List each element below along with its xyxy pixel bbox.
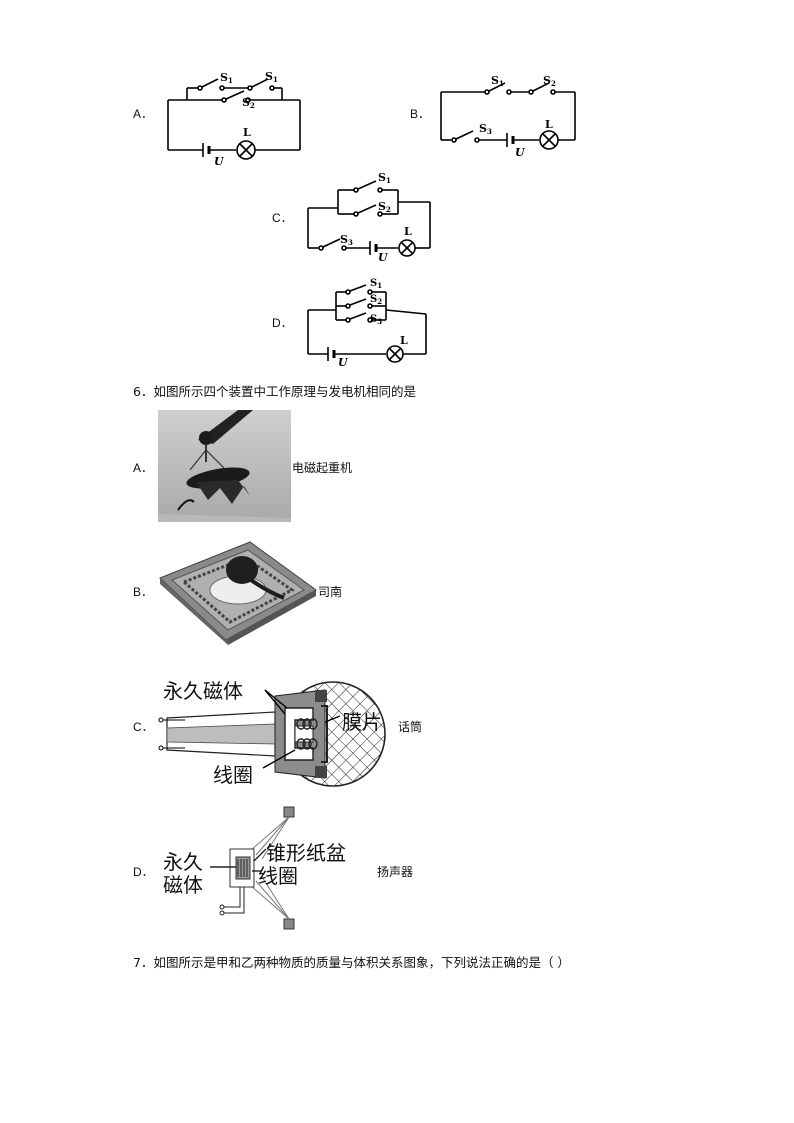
question-6-stem: 6．如图所示四个装置中工作原理与发电机相同的是 bbox=[133, 384, 416, 399]
question-7-stem: 7．如图所示是甲和乙两种物质的质量与体积关系图象，下列说法正确的是（ ） bbox=[133, 955, 570, 970]
svg-text:S2: S2 bbox=[370, 294, 382, 306]
option-a-label: A． bbox=[133, 107, 154, 121]
mic-coil-label: 线圈 bbox=[213, 763, 253, 787]
a-voltage-label: U bbox=[214, 155, 225, 168]
speaker-cone-label: 锥形纸盆 bbox=[266, 841, 346, 865]
electromagnetic-crane-photo bbox=[158, 410, 291, 522]
circuit-a-diagram: S1 S1 S2 L U bbox=[167, 70, 301, 168]
q6-option-c-letter: C． bbox=[133, 720, 154, 734]
svg-text:L: L bbox=[545, 118, 553, 131]
svg-text:S1: S1 bbox=[370, 278, 382, 290]
option-d-label: D． bbox=[272, 316, 293, 330]
svg-text:S2: S2 bbox=[378, 200, 391, 214]
a-s2-label: S2 bbox=[242, 96, 255, 110]
speaker-magnet-label-line1: 永久 bbox=[163, 850, 203, 874]
svg-text:S3: S3 bbox=[479, 122, 492, 136]
svg-text:S2: S2 bbox=[543, 74, 556, 88]
a-s1-label: S1 bbox=[220, 71, 233, 85]
svg-text:S3: S3 bbox=[340, 233, 353, 247]
a-s1b-label: S1 bbox=[265, 70, 278, 84]
svg-text:S1: S1 bbox=[378, 171, 391, 185]
svg-text:L: L bbox=[404, 225, 412, 238]
q6-option-d-caption: 扬声器 bbox=[377, 865, 414, 879]
speaker-magnet-label-line2: 磁体 bbox=[163, 873, 203, 897]
loudspeaker-diagram bbox=[210, 806, 295, 930]
q6-option-b-caption: 司南 bbox=[318, 585, 343, 599]
svg-text:U: U bbox=[515, 146, 526, 159]
speaker-coil-label: 线圈 bbox=[258, 864, 298, 888]
q6-option-a-caption: 电磁起重机 bbox=[292, 461, 353, 475]
a-lamp-label: L bbox=[243, 126, 251, 139]
q6-option-d-letter: D． bbox=[133, 865, 154, 879]
mic-magnet-label: 永久磁体 bbox=[163, 679, 243, 703]
circuit-d-diagram: S1 S2 S3 L U bbox=[307, 278, 427, 369]
q6-option-a-letter: A． bbox=[133, 461, 154, 475]
q6-option-b-letter: B． bbox=[133, 585, 154, 599]
svg-text:S3: S3 bbox=[370, 314, 382, 326]
option-b-label: B． bbox=[410, 107, 431, 121]
microphone-diagram bbox=[158, 681, 386, 787]
svg-text:U: U bbox=[378, 251, 389, 264]
option-c-label: C． bbox=[272, 211, 293, 225]
circuit-c-diagram: S1 S2 S3 L U bbox=[307, 171, 431, 264]
svg-text:L: L bbox=[400, 334, 408, 347]
q6-option-c-caption: 话筒 bbox=[398, 720, 423, 734]
svg-text:S1: S1 bbox=[491, 74, 504, 88]
sinan-compass-picture bbox=[159, 541, 317, 645]
mic-diaphragm-label: 膜片 bbox=[342, 710, 382, 734]
circuit-b-diagram: S1 S2 S3 L U bbox=[440, 74, 576, 159]
svg-text:U: U bbox=[338, 356, 349, 369]
